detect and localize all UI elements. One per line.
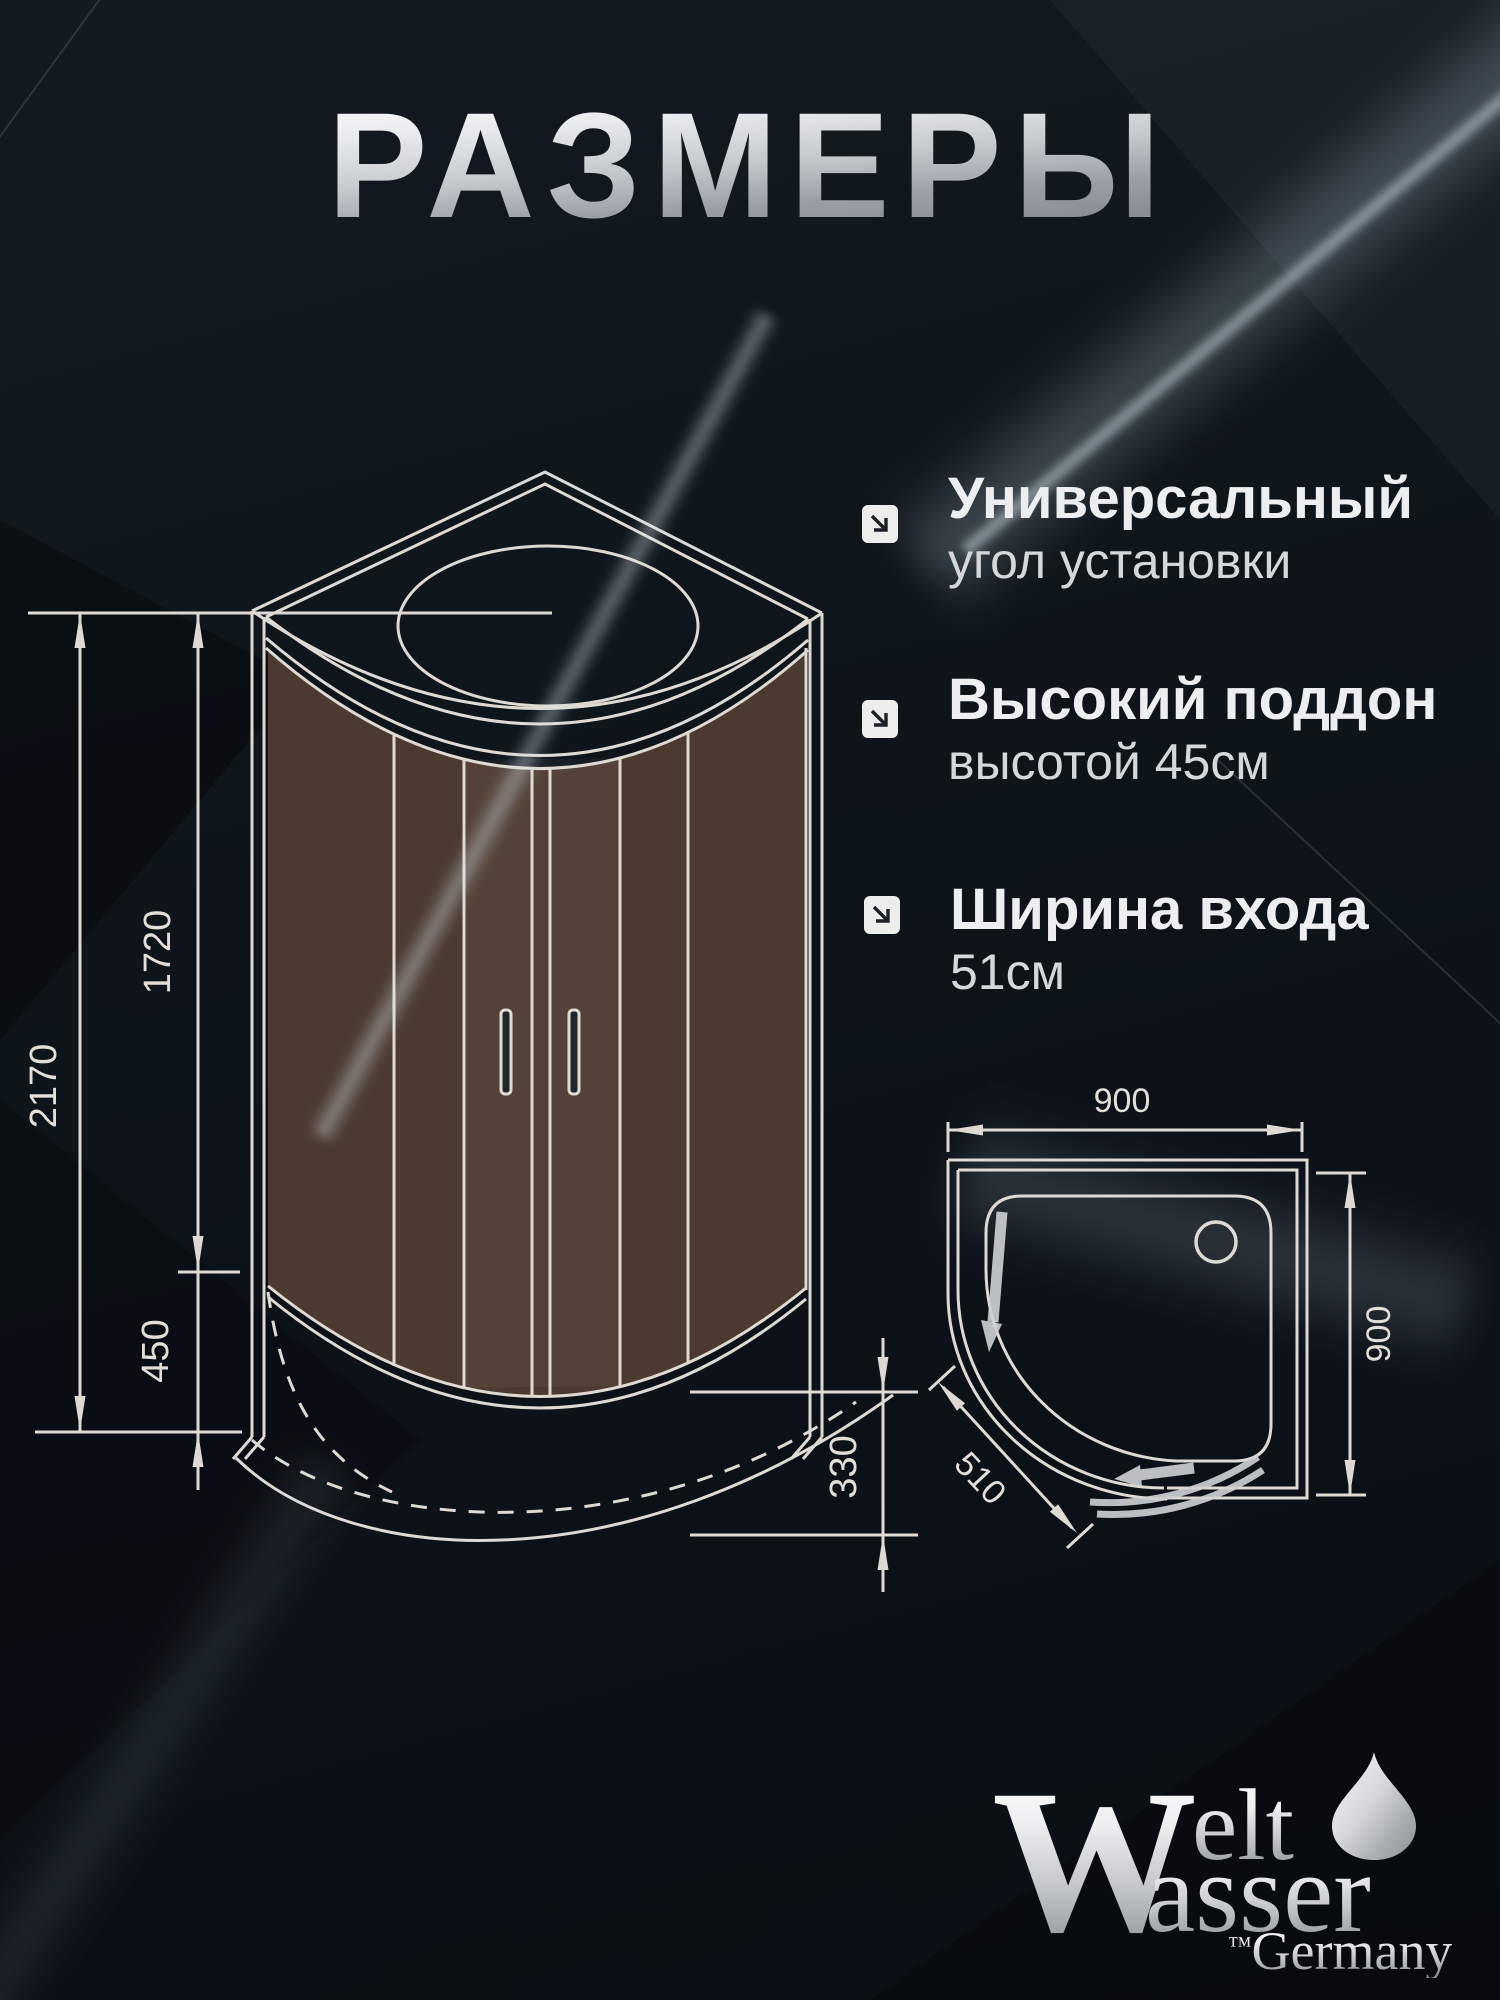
brand-logo: W elt asser ™Germany	[992, 1748, 1497, 1998]
arrow-down-right-icon	[864, 896, 900, 934]
feature-subtitle: угол установки	[948, 532, 1292, 589]
trademark-symbol: ™	[1228, 1933, 1252, 1959]
dimension-label-width: 900	[1094, 1082, 1151, 1120]
shower-tray-top-drawing: 900 900 510	[927, 1082, 1398, 1550]
logo-word-bottom: asser	[1145, 1831, 1371, 1956]
arrow-down-right-icon	[862, 505, 898, 543]
feature-title: Ширина входа	[950, 877, 1369, 942]
feature-subtitle: высотой 45см	[948, 733, 1270, 790]
feature-title: Универсальный	[948, 466, 1414, 531]
front-view-dimensions: 2170 1720 450 330	[23, 611, 918, 1592]
logo-country-text: Germany	[1251, 1921, 1453, 1981]
logo-word-top: elt	[1192, 1769, 1294, 1882]
shower-cabin-front-drawing	[231, 470, 894, 1542]
arrow-down-right-icon	[862, 700, 898, 738]
dimension-label-tray-height: 450	[135, 1319, 177, 1382]
feature-title: Высокий поддон	[948, 667, 1438, 732]
page-title: РАЗМЕРЫ	[0, 90, 1500, 240]
dimension-label-total-height: 2170	[23, 1044, 65, 1129]
logo-initial: W	[992, 1748, 1197, 1975]
dimension-label-tray-depth: 330	[823, 1435, 865, 1498]
dimension-label-glass-height: 1720	[137, 910, 179, 995]
drain-circle	[1194, 1220, 1238, 1264]
feature-subtitle: 51см	[950, 943, 1065, 1000]
door-slide-arrows	[981, 1211, 1265, 1518]
logo-country: ™Germany	[1228, 1924, 1452, 1978]
dimension-label-depth: 900	[1360, 1306, 1398, 1363]
water-drop-icon	[1332, 1752, 1416, 1860]
